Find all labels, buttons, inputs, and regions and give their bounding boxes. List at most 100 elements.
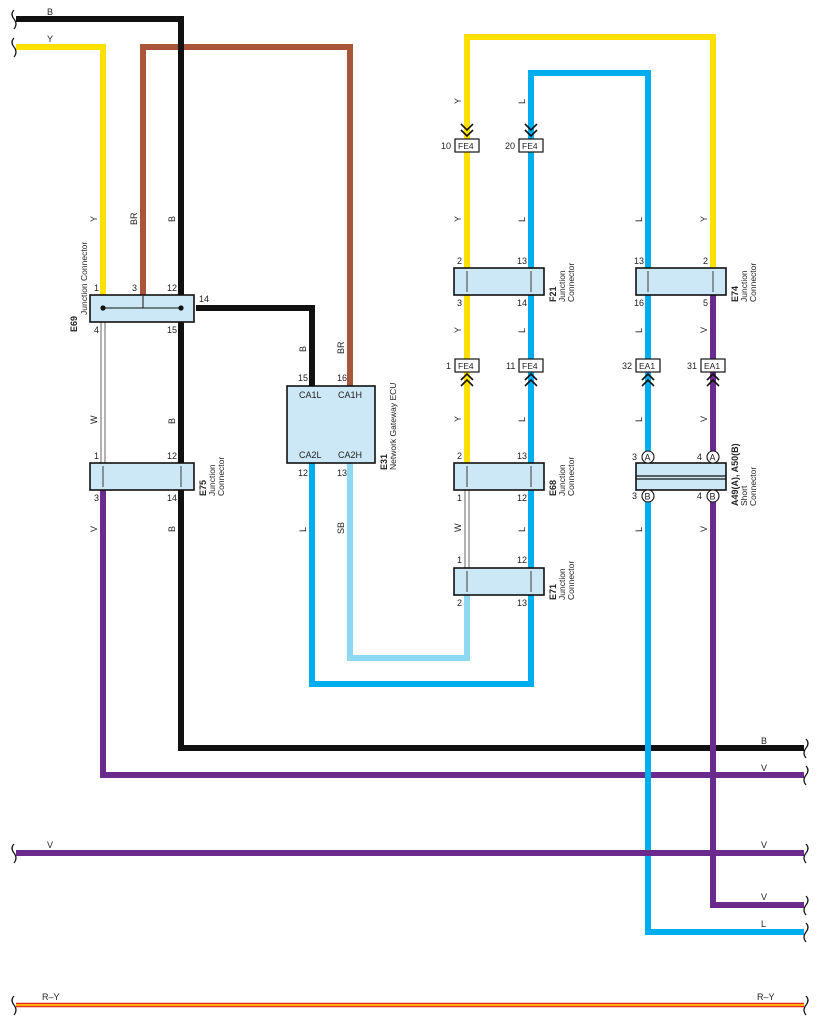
pin-label: 1 (94, 451, 99, 461)
circle-letter: A (645, 453, 651, 463)
pin-label: 13 (634, 256, 644, 266)
component-code: E68 (548, 480, 558, 496)
junction-connector-e69[interactable]: 1 3 12 14 4 15 E69 Junction Connector (69, 242, 209, 335)
white-wires (100, 322, 470, 568)
junction-connector-f21[interactable]: 2 13 3 14 F21 Junction Connector (453, 256, 576, 308)
component-code: E75 (198, 480, 208, 496)
wire-label: Y (453, 416, 463, 422)
component-name: Junction (557, 270, 567, 302)
terminal-label: CA1H (338, 390, 362, 400)
component-code: E31 (379, 454, 389, 470)
wire-b-e69-ecu (196, 305, 315, 386)
component-name: Connector (566, 561, 576, 600)
component-code: E69 (69, 316, 79, 332)
break-marks (11, 9, 809, 1016)
wire-label: L (298, 527, 308, 532)
pin-label: 13 (337, 468, 347, 478)
pin-label: 1 (446, 361, 451, 371)
pin-label: 3 (632, 491, 637, 501)
pin-label: 13 (517, 598, 527, 608)
pin-label: 4 (94, 325, 99, 335)
inline-connectors (460, 123, 720, 387)
terminal-label: CA2L (299, 450, 322, 460)
wire-label: V (89, 526, 99, 532)
pin-label: 1 (94, 283, 99, 293)
component-name: Junction (739, 270, 749, 302)
pin-label: 12 (167, 451, 177, 461)
connector-code: EA1 (639, 361, 655, 371)
pin-label: 4 (697, 452, 702, 462)
pin-label: 13 (517, 256, 527, 266)
edge-label: R–Y (42, 992, 60, 1002)
network-gateway-ecu-e31[interactable]: 15 16 12 13 CA1L CA1H CA2L CA2H E31 Netw… (286, 373, 398, 478)
wire-label: B (167, 526, 177, 532)
wire-label: L (517, 328, 527, 333)
circle-letter: A (710, 453, 716, 463)
pin-label: 14 (517, 298, 527, 308)
edge-label: R–Y (757, 992, 775, 1002)
edge-labels: B Y B V V V V L R–Y R–Y (42, 7, 775, 1002)
wire-label: L (634, 328, 644, 333)
component-name: Connector (566, 263, 576, 302)
edge-label: V (761, 763, 767, 773)
wires (16, 16, 804, 935)
component-name: Junction (557, 568, 567, 600)
pin-label: 12 (517, 555, 527, 565)
component-name: Network Gateway ECU (388, 383, 398, 470)
junction-connector-e68[interactable]: 2 13 1 12 E68 Junction Connector (453, 451, 576, 503)
junction-connector-e71[interactable]: 1 12 2 13 E71 Junction Connector (453, 555, 576, 608)
wire-label: V (699, 327, 709, 333)
connector-ea1-31[interactable]: EA1 31 (687, 358, 726, 373)
pin-label: 5 (703, 298, 708, 308)
pin-label: 2 (457, 598, 462, 608)
pin-label: 2 (457, 256, 462, 266)
connector-fe4-10[interactable]: FE4 10 (441, 138, 480, 153)
wire-label: B (167, 418, 177, 424)
pin-label: 32 (622, 361, 632, 371)
pin-label: 3 (94, 493, 99, 503)
connector-ea1-32[interactable]: EA1 32 (622, 358, 661, 373)
pin-label: 16 (634, 298, 644, 308)
connector-code: EA1 (704, 361, 720, 371)
wire-label: Y (89, 216, 99, 222)
edge-label: V (761, 840, 767, 850)
connector-fe4-11[interactable]: FE4 11 (506, 358, 544, 373)
wire-label: V (699, 526, 709, 532)
wire-br-e69-ecu (140, 44, 353, 386)
wire-label: B (167, 216, 177, 222)
short-connector-a49-a50[interactable]: A A B B 3 4 3 4 A49(A), A50(B) Short Con… (632, 443, 758, 506)
pin-label: 12 (167, 283, 177, 293)
pin-label: 2 (703, 256, 708, 266)
component-code: A49(A), A50(B) (730, 443, 740, 506)
wire-label: BR (336, 341, 346, 354)
component-name: Connector (216, 457, 226, 496)
pin-label: 15 (167, 325, 177, 335)
component-code: E71 (548, 584, 558, 600)
component-name: Junction (207, 464, 217, 496)
wire-label: V (699, 416, 709, 422)
wire-v-e74 (710, 295, 804, 908)
wire-y-e69 (16, 44, 106, 296)
wire-label: L (634, 217, 644, 222)
pin-label: 13 (517, 451, 527, 461)
connector-fe4-1[interactable]: FE4 1 (446, 358, 480, 373)
connector-code: FE4 (458, 361, 474, 371)
component-code: F21 (548, 286, 558, 302)
pin-label: 3 (457, 298, 462, 308)
junction-connector-e75[interactable]: 1 12 3 14 E75 Junction Connector (89, 451, 226, 503)
pin-label: 16 (337, 373, 347, 383)
component-code: E74 (730, 286, 740, 302)
wire-label: B (298, 346, 308, 352)
pin-label: 3 (632, 452, 637, 462)
edge-label: Y (47, 34, 53, 44)
pin-label: 15 (298, 373, 308, 383)
component-name: Junction (557, 464, 567, 496)
pin-label: 1 (457, 493, 462, 503)
wire-label: W (453, 523, 463, 532)
connector-fe4-20[interactable]: FE4 20 (505, 138, 544, 153)
pin-label: 11 (506, 361, 515, 371)
terminal-label: CA1L (299, 390, 322, 400)
junction-connector-e74[interactable]: 13 2 16 5 E74 Junction Connector (634, 256, 758, 308)
pin-label: 14 (199, 294, 209, 304)
